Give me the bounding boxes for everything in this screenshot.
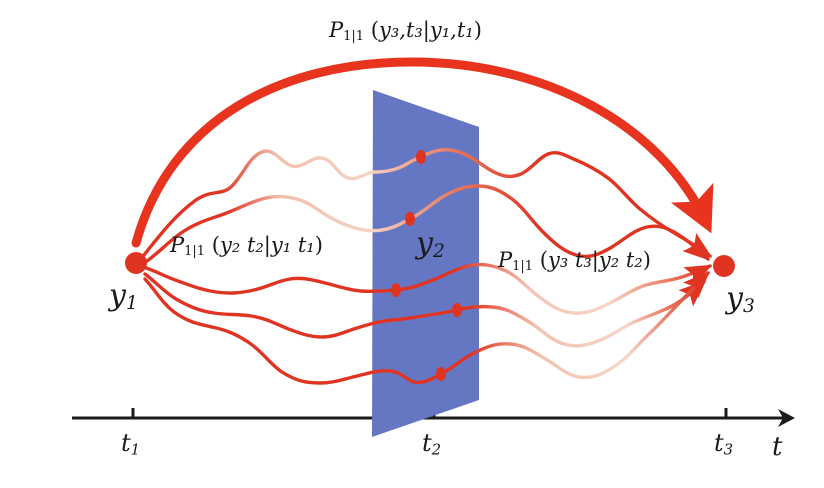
- label-transition-right-args: y₃ t₃|y₂ t₂: [547, 248, 643, 272]
- trajectory-5: [143, 271, 710, 385]
- crossing-marker-1: [416, 150, 426, 164]
- trajectory-4: [143, 272, 707, 348]
- crossing-marker-2: [405, 212, 415, 226]
- label-transition-right-head: P: [498, 248, 513, 272]
- label-transition-left-sub: 1|1: [184, 243, 206, 259]
- label-transition-full-sub: 1|1: [343, 28, 365, 44]
- axis-arrowhead: [778, 409, 795, 427]
- tick-label-t1-sub: 1: [130, 440, 141, 459]
- tick-label-t1: t1: [121, 431, 140, 457]
- tick-label-t2-sub: 2: [431, 440, 442, 459]
- tick-label-t3: t3: [714, 431, 733, 457]
- label-transition-full-args: y₃,t₃|y₁,t₁: [378, 18, 474, 42]
- label-transition-left-head: P: [170, 233, 185, 257]
- axis-label-t-head: t: [772, 432, 783, 462]
- label-transition-right-sub: 1|1: [512, 258, 534, 274]
- label-transition-right-close: ): [642, 248, 651, 272]
- label-y2: y2: [416, 229, 445, 262]
- trajectory-2: [145, 184, 711, 263]
- label-transition-full-close: ): [473, 18, 482, 42]
- label-transition-right-open: (: [539, 248, 548, 272]
- label-y3: y3: [726, 284, 755, 317]
- trajectory-3: [144, 262, 713, 315]
- label-transition-left-close: ): [314, 233, 323, 257]
- label-y3-head: y: [726, 281, 743, 316]
- intermediate-state-plane: [372, 90, 479, 437]
- crossing-marker-5: [436, 367, 446, 381]
- plane-crossing-markers: [391, 150, 462, 381]
- node-y3: [713, 255, 735, 277]
- node-y1: [125, 252, 147, 274]
- crossing-marker-4: [452, 303, 462, 317]
- tick-label-t3-head: t: [714, 429, 724, 457]
- label-transition-full-head: P: [329, 18, 344, 42]
- chapman-kolmogorov-arc: [131, 57, 714, 248]
- label-transition-left-args: y₂ t₂|y₁ t₁: [219, 233, 315, 257]
- label-y1-sub: 1: [125, 293, 138, 315]
- label-y1-head: y: [109, 278, 126, 313]
- tick-label-t3-sub: 3: [723, 440, 734, 459]
- tick-label-t1-head: t: [121, 429, 131, 457]
- crossing-marker-3: [391, 283, 401, 297]
- label-y1: y1: [109, 281, 138, 314]
- label-transition-right: P1|1 (y₃ t₃|y₂ t₂): [498, 250, 651, 273]
- label-transition-left-open: (: [211, 233, 220, 257]
- macro-transition-arrow: [131, 57, 714, 248]
- label-transition-left: P1|1 (y₂ t₂|y₁ t₁): [170, 235, 323, 258]
- axis-label-t: t: [772, 434, 782, 460]
- label-transition-full: P1|1 (y₃,t₃|y₁,t₁): [329, 20, 482, 43]
- tick-label-t2: t2: [422, 431, 441, 457]
- tick-label-t2-head: t: [422, 429, 432, 457]
- label-y2-sub: 2: [432, 241, 445, 263]
- label-y3-sub: 3: [742, 296, 755, 318]
- label-transition-full-open: (: [370, 18, 379, 42]
- label-y2-head: y: [416, 226, 433, 261]
